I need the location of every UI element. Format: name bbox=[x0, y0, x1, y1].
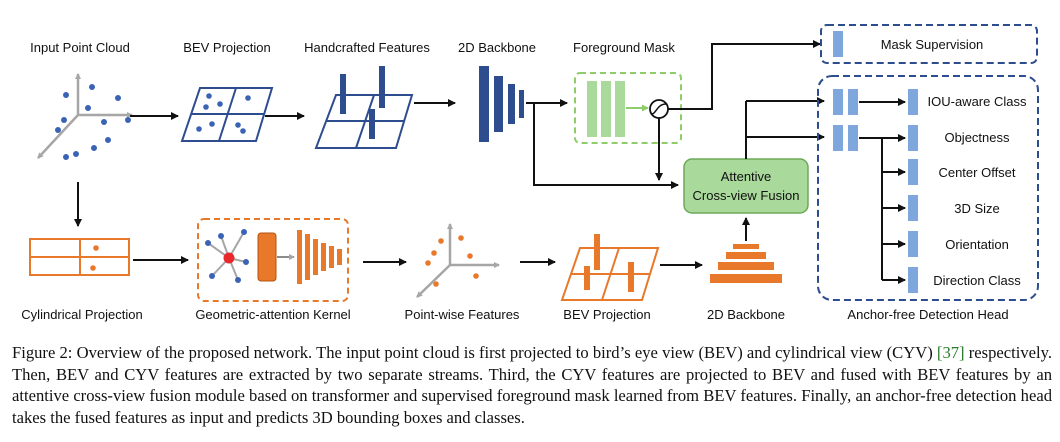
citation-link[interactable]: [37] bbox=[936, 343, 965, 362]
head-output-objectness: Objectness bbox=[944, 130, 1010, 145]
handcrafted-feature-pillars bbox=[340, 66, 385, 139]
label-geometric-attention-kernel: Geometric-attention Kernel bbox=[195, 307, 350, 322]
head-output-iou-aware-class: IOU-aware Class bbox=[928, 94, 1027, 109]
label-2d-backbone-top: 2D Backbone bbox=[458, 40, 536, 55]
backbone-2d-bottom bbox=[710, 244, 782, 283]
label-2d-backbone-bottom: 2D Backbone bbox=[707, 307, 785, 322]
label-mask-supervision: Mask Supervision bbox=[881, 37, 984, 52]
label-foreground-mask: Foreground Mask bbox=[573, 40, 675, 55]
bev-pillars-bottom bbox=[584, 234, 634, 292]
label-cylindrical-projection: Cylindrical Projection bbox=[21, 307, 142, 322]
head-output-layers bbox=[908, 89, 918, 293]
head-output-center-offset: Center Offset bbox=[938, 165, 1015, 180]
head-output-direction-class: Direction Class bbox=[933, 273, 1021, 288]
caption-part2: respectively. Then, BEV and CYV features… bbox=[12, 343, 1052, 427]
label-detection-head: Anchor-free Detection Head bbox=[847, 307, 1008, 322]
bev-projection-grid-top bbox=[180, 87, 274, 142]
bev-points-top bbox=[196, 93, 251, 134]
caption-part1: Figure 2: Overview of the proposed netwo… bbox=[12, 343, 937, 362]
attentive-fusion-box bbox=[683, 158, 809, 214]
label-bev-projection-top: BEV Projection bbox=[183, 40, 270, 55]
attention-feature-block bbox=[257, 232, 277, 282]
label-handcrafted-features: Handcrafted Features bbox=[304, 40, 430, 55]
head-output-orientation: Orientation bbox=[945, 237, 1009, 252]
backbone-2d-top bbox=[479, 66, 524, 142]
attention-encoder-layers bbox=[297, 230, 342, 284]
head-output-3d-size: 3D Size bbox=[954, 201, 1000, 216]
geometric-attention-box bbox=[197, 218, 349, 302]
label-bev-projection-bottom: BEV Projection bbox=[563, 307, 650, 322]
mask-supervision-box bbox=[820, 24, 1038, 64]
label-attentive-line2: Cross-view Fusion bbox=[693, 188, 800, 203]
cylindrical-projection-grid bbox=[29, 238, 130, 276]
sigmoid-gate-icon bbox=[649, 99, 669, 119]
mask-supervision-layer bbox=[833, 31, 843, 57]
label-attentive-line1: Attentive bbox=[721, 169, 772, 184]
network-diagram: Input Point Cloud BEV Projection Handcra… bbox=[21, 24, 1039, 322]
foreground-mask-layers bbox=[587, 81, 625, 137]
pointwise-features bbox=[416, 223, 500, 298]
label-pointwise-features: Point-wise Features bbox=[405, 307, 520, 322]
figure-caption: Figure 2: Overview of the proposed netwo… bbox=[12, 342, 1052, 428]
bev-projection-grid-bottom bbox=[560, 247, 660, 301]
cylindrical-points bbox=[90, 245, 99, 271]
label-input-point-cloud: Input Point Cloud bbox=[30, 40, 130, 55]
head-shared-layers bbox=[833, 89, 858, 151]
attention-kernel-icon bbox=[205, 229, 249, 283]
handcrafted-features-grid bbox=[314, 94, 414, 149]
detection-head-box bbox=[817, 75, 1039, 301]
input-point-cloud bbox=[37, 73, 133, 160]
